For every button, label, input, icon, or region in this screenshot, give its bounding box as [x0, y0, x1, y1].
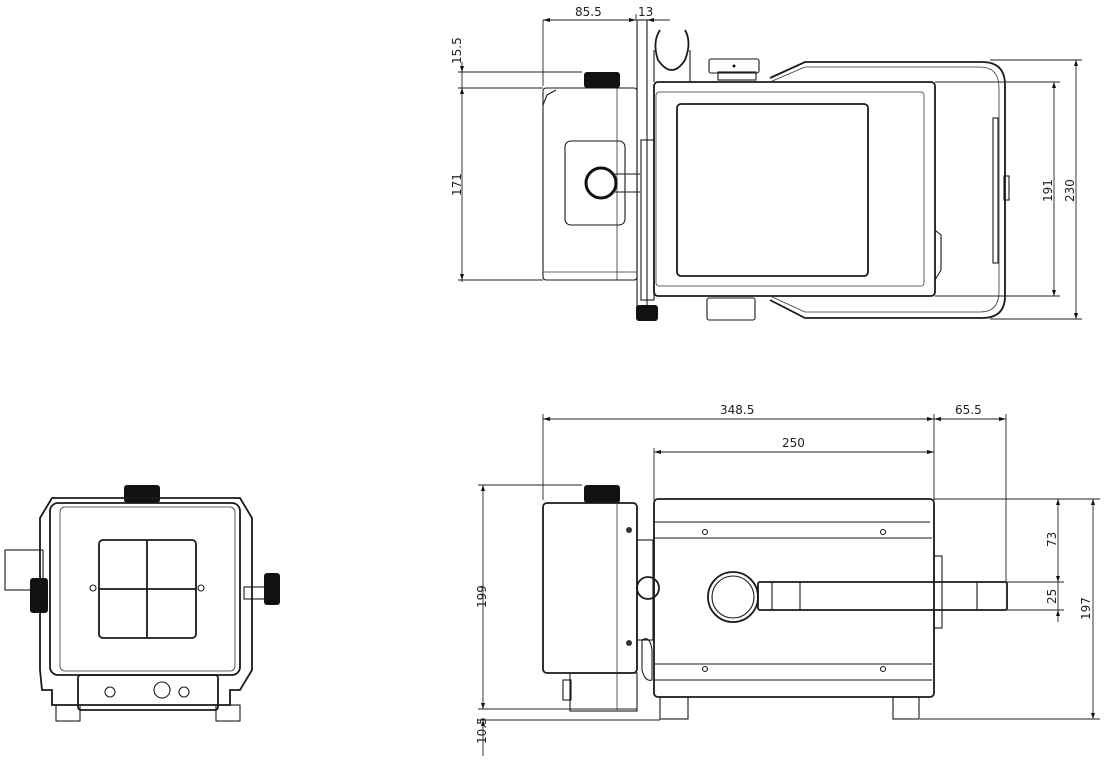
dim-250: 250 [782, 436, 805, 450]
dim-191: 191 [1041, 179, 1055, 202]
side-view-dimensions: 348.5 65.5 250 199 10.5 [475, 403, 1100, 756]
left-module-port-icon [584, 166, 618, 200]
side-view: 348.5 65.5 250 199 10.5 [475, 403, 1100, 756]
bracket-knob-icon [636, 305, 658, 321]
dim-13: 13 [638, 5, 653, 19]
front-right-knob-icon [264, 573, 280, 605]
dim-15-5: 15.5 [450, 37, 464, 64]
front-top-knob-icon [124, 485, 160, 503]
front-connector-plate [77, 674, 219, 711]
front-housing [39, 497, 253, 706]
dim-230: 230 [1063, 179, 1077, 202]
top-view: 85.5 13 15.5 171 191 230 [450, 5, 1082, 321]
dim-10-5: 10.5 [475, 717, 489, 744]
side-bracket-knob-icon [636, 576, 660, 600]
dim-199: 199 [475, 585, 489, 608]
dim-171: 171 [450, 173, 464, 196]
dim-25: 25 [1045, 589, 1059, 604]
dim-348-5: 348.5 [720, 403, 754, 417]
front-side-knob-icon [30, 578, 48, 613]
side-main-body [653, 498, 935, 698]
top-view-dimensions: 85.5 13 15.5 171 191 230 [450, 5, 1082, 320]
main-body-panel [676, 103, 869, 277]
dim-85-5: 85.5 [575, 5, 602, 19]
side-left-module [542, 502, 638, 674]
dim-65-5: 65.5 [955, 403, 982, 417]
u-holder [654, 29, 690, 71]
side-top-knob-icon [584, 485, 620, 503]
front-view [4, 485, 280, 722]
side-handle-bar [757, 581, 1008, 611]
left-module-plate [564, 140, 626, 226]
side-port-icon [707, 571, 759, 623]
dim-197: 197 [1079, 597, 1093, 620]
main-body-outline [653, 81, 936, 297]
dim-73: 73 [1045, 532, 1059, 547]
bracket [636, 19, 648, 311]
left-module-outline [542, 87, 638, 281]
handle-rail [769, 61, 1006, 319]
top-knob-icon [584, 72, 620, 88]
